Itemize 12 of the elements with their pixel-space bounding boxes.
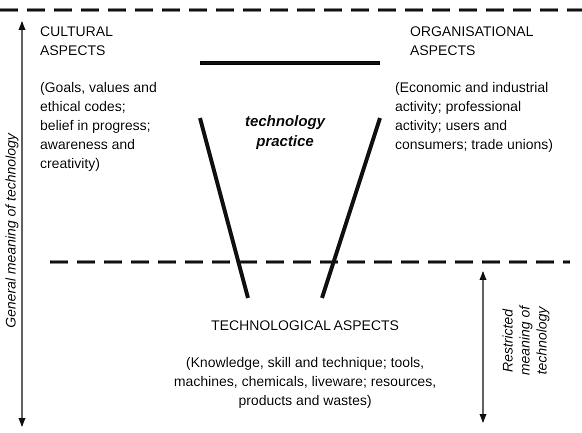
aspect-description: (Goals, values and ethical codes; belief in progress; awareness and creativity) [40, 78, 158, 173]
center-label: technology practice [244, 112, 326, 152]
axis-label: General meaning of technology [2, 132, 20, 330]
aspect-heading: ORGANISATIONAL ASPECTS [410, 22, 534, 60]
axis-label: Restricted meaning of technology [500, 304, 550, 377]
aspect-heading: CULTURAL ASPECTS [40, 22, 114, 60]
connector-line [320, 117, 382, 299]
aspect-description: (Economic and industrial activity; professional activity; users and consumers; trade unions) [395, 78, 554, 154]
aspect-heading: TECHNOLOGICAL ASPECTS [210, 316, 400, 335]
connector-line [198, 117, 250, 299]
aspect-description: (Knowledge, skill and technique; tools, machines, chemicals, liveware; resources, products and wastes) [172, 353, 438, 410]
connector-line [200, 61, 380, 65]
